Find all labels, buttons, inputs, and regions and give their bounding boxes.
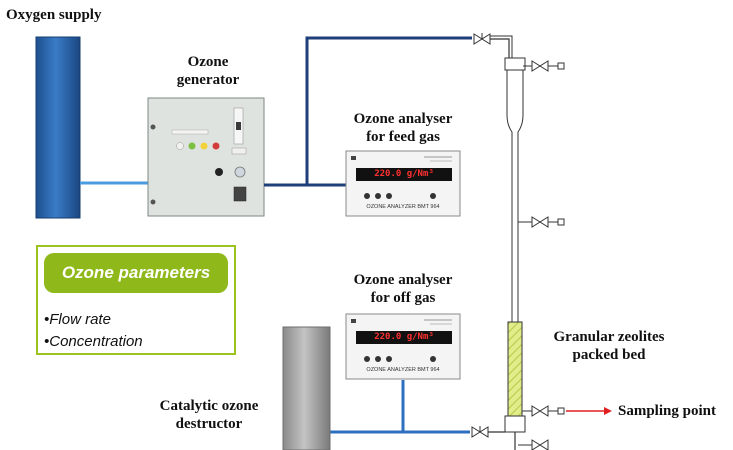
catalytic-destructor [282, 326, 331, 450]
ozone-parameters-title: Ozone parameters [44, 253, 228, 293]
ozone-generator-label: Ozone generator [168, 53, 248, 89]
destructor-label-line2: destructor [175, 416, 243, 432]
analyser-feed-label: Ozone analyser for feed gas [340, 110, 466, 146]
analyser-off-label-line1: Ozone analyser [353, 272, 453, 288]
sampling-point-label: Sampling point [618, 403, 716, 419]
destructor-label-line1: Catalytic ozone [159, 398, 259, 414]
packed-column [504, 57, 526, 450]
feed-pipe [264, 36, 472, 187]
parameter-flow-rate: •Flow rate [44, 311, 111, 328]
zeolites-label-line1: Granular zeolites [553, 329, 665, 345]
column-valve-bottom [518, 439, 549, 450]
sampling-arrow [566, 407, 612, 415]
analyser-feed-display: 220.0 g/Nm³ [374, 169, 434, 179]
feed-pipe-top [490, 38, 510, 58]
column-valve-sampling [522, 405, 565, 417]
zeolites-label-line2: packed bed [572, 347, 646, 363]
zeolite-packed-bed [507, 321, 523, 417]
analyser-off-label: Ozone analyser for off gas [340, 271, 466, 307]
analyser-off-model: OZONE ANALYZER BMT 964 [366, 367, 440, 373]
offgas-valve [471, 426, 505, 438]
analyser-off-device [345, 313, 461, 380]
column-valve-top [523, 60, 565, 72]
parameter-concentration: •Concentration [44, 333, 143, 350]
analyser-feed-label-line1: Ozone analyser [353, 111, 453, 127]
zeolites-label: Granular zeolites packed bed [534, 328, 684, 364]
analyser-off-label-line2: for off gas [370, 290, 436, 306]
analyser-feed-label-line2: for feed gas [366, 129, 440, 145]
column-valve-middle [518, 216, 565, 228]
ozone-generator [147, 97, 265, 217]
destructor-label: Catalytic ozone destructor [144, 397, 274, 433]
ozone-generator-label-line1: Ozone [187, 54, 229, 70]
analyser-off-display: 220.0 g/Nm³ [374, 332, 434, 342]
analyser-feed-device [345, 150, 461, 217]
oxygen-supply-label: Oxygen supply [6, 7, 102, 23]
analyser-feed-model: OZONE ANALYZER BMT 964 [366, 204, 440, 210]
feed-valve [473, 33, 491, 45]
ozone-generator-label-line2: generator [176, 72, 240, 88]
ozone-parameters-box: Ozone parameters •Flow rate •Concentrati… [36, 245, 236, 355]
oxygen-cylinder [35, 36, 81, 219]
